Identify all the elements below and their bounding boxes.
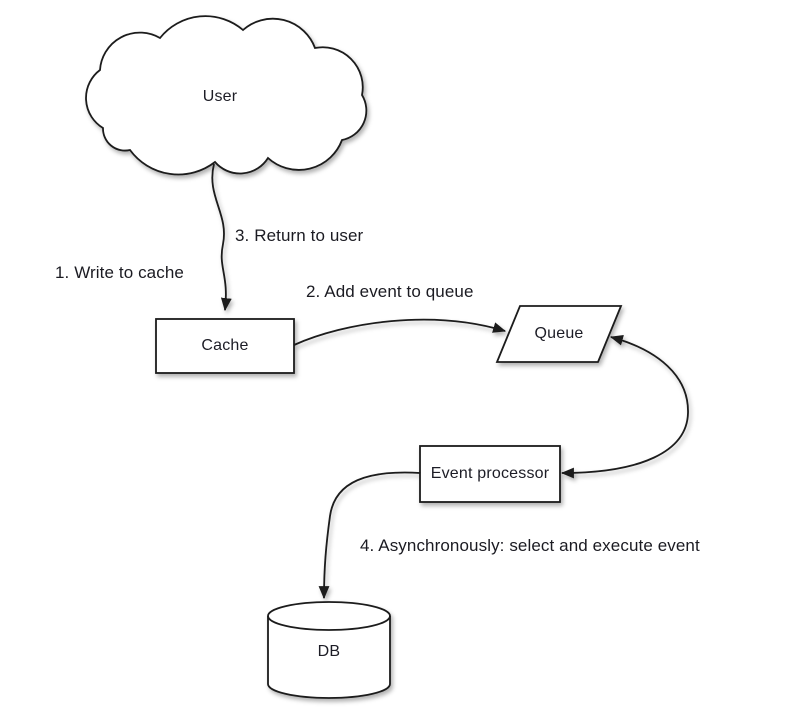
step4-async-select-execute-label: 4. Asynchronously: select and execute ev… [360, 536, 700, 555]
cache-to-queue-arrow [293, 318, 507, 346]
step1-write-to-cache-label: 1. Write to cache [55, 263, 184, 282]
event-processor-to-db-arrow [318, 471, 421, 600]
event-processor-label: Event processor [430, 465, 550, 482]
user-label: User [202, 88, 238, 105]
queue-event-processor-double-arrow [560, 334, 689, 479]
step3-return-to-user-label: 3. Return to user [235, 226, 364, 245]
cache-box [155, 318, 295, 374]
db-cylinder-body [267, 601, 391, 699]
queue-label: Queue [534, 325, 584, 342]
user-cloud-shape [85, 15, 368, 176]
db-label: DB [317, 643, 341, 660]
step2-add-event-to-queue-label: 2. Add event to queue [306, 282, 474, 301]
cache-label: Cache [201, 337, 249, 354]
user-to-cache-arrow [211, 163, 232, 312]
event-processor-box [419, 445, 561, 503]
db-cylinder-top-ellipse [267, 615, 391, 631]
